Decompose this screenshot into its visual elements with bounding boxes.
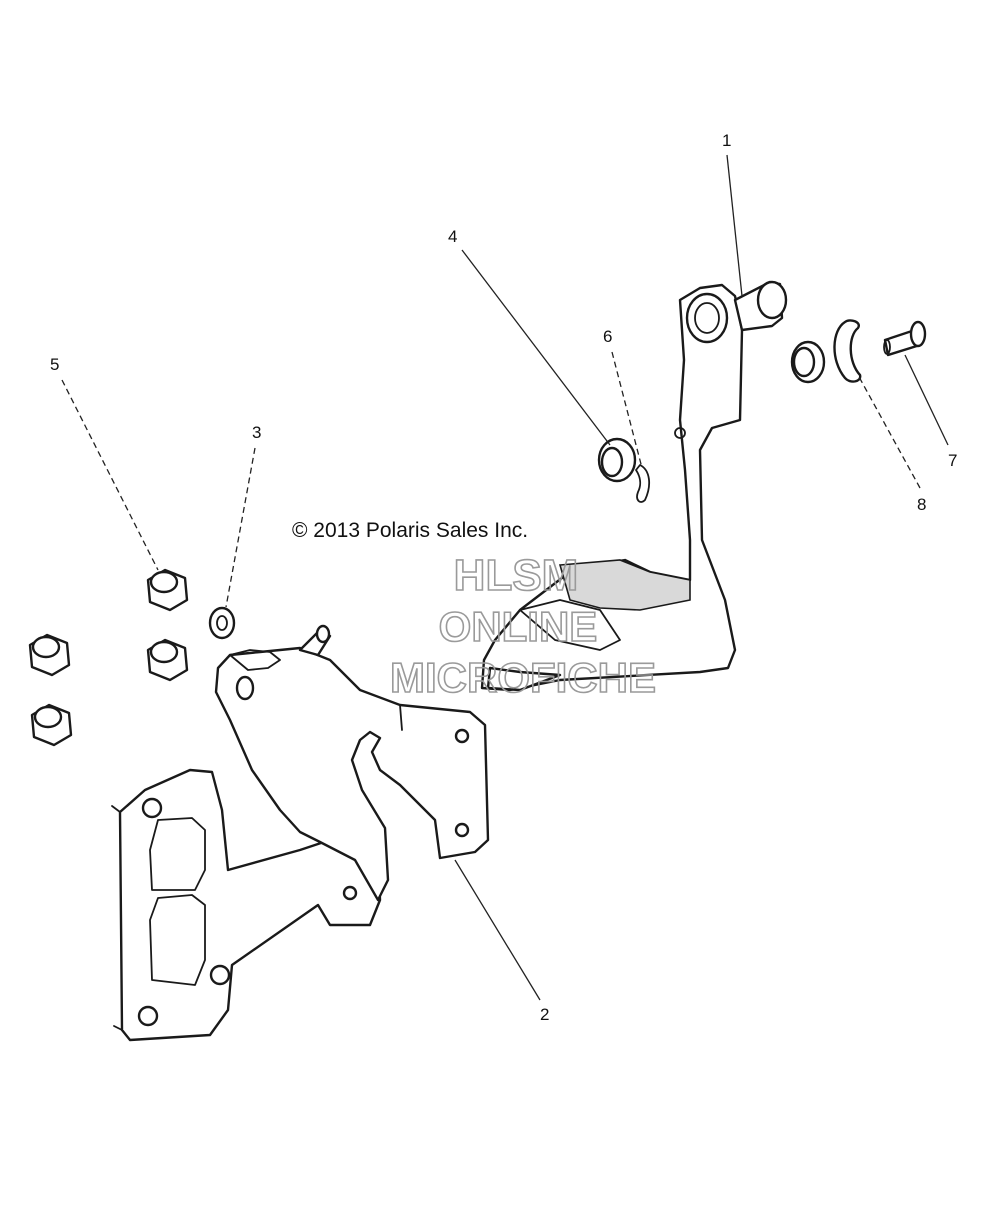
brake-pedal [480, 280, 788, 692]
leader-8 [857, 374, 921, 489]
mounting-plate [111, 768, 386, 1042]
hair-pin-clip [635, 464, 651, 503]
leader-2 [454, 859, 541, 1001]
leader-3 [225, 447, 256, 608]
nut-top [146, 568, 189, 612]
callout-8: 8 [917, 495, 926, 514]
callout-6: 6 [603, 327, 612, 346]
leader-1 [726, 154, 743, 297]
leader-4 [461, 249, 611, 446]
bushing-right [790, 340, 826, 384]
nut-bottom [30, 703, 73, 747]
watermark: HLSM ONLINE MICROFICHE [389, 550, 657, 702]
callout-5: 5 [50, 355, 59, 374]
callout-3: 3 [252, 423, 261, 442]
nut-left [28, 633, 71, 677]
washer [208, 606, 236, 640]
leader-7 [904, 354, 949, 446]
clevis-pin [883, 320, 927, 357]
leader-5 [61, 379, 159, 571]
e-clip [833, 319, 862, 383]
callout-2: 2 [540, 1005, 549, 1024]
callout-4: 4 [448, 227, 457, 246]
watermark-line-1: HLSM [454, 551, 579, 600]
bushing-left [597, 437, 637, 483]
callout-1: 1 [722, 131, 731, 150]
copyright-notice: © 2013 Polaris Sales Inc. [292, 519, 528, 542]
watermark-line-2: ONLINE [439, 603, 598, 650]
pivot-bracket [214, 624, 490, 902]
callout-7: 7 [948, 451, 957, 470]
watermark-line-3: MICROFICHE [390, 654, 656, 701]
nut-middle [146, 638, 189, 682]
